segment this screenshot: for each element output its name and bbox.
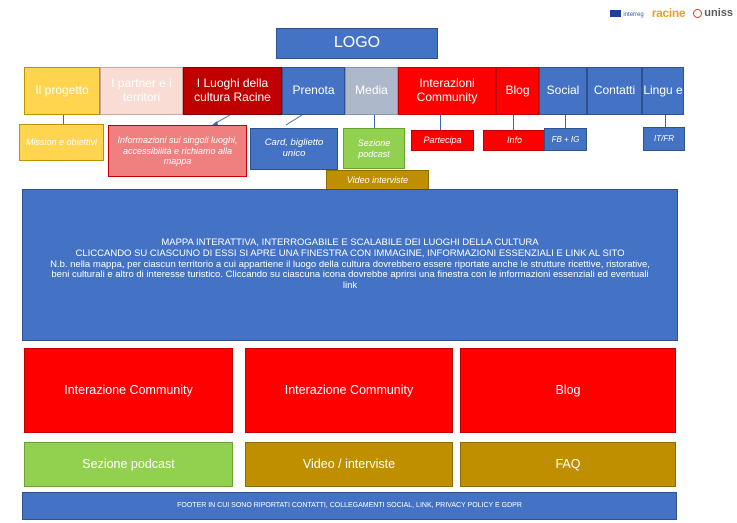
logo-box[interactable]: LOGO [276, 28, 438, 59]
nav-blog[interactable]: Blog [496, 67, 539, 115]
block-sezione-podcast[interactable]: Sezione podcast [24, 442, 233, 487]
nav-social-label: Social [546, 83, 580, 98]
connector-line [513, 115, 514, 130]
block-blog[interactable]: Blog [460, 348, 676, 433]
map-subtitle: CLICCANDO SU CIASCUNO DI ESSI SI APRE UN… [75, 247, 625, 259]
nav-lingue[interactable]: Lingu e [642, 67, 684, 115]
block-video-interviste[interactable]: Video / interviste [245, 442, 453, 487]
nav-social[interactable]: Social [539, 67, 587, 115]
nav-luoghi-label: I Luoghi della cultura Racine [194, 76, 271, 104]
connector-arrow [285, 114, 303, 126]
connector-line [440, 115, 441, 130]
sub-info[interactable]: Info [483, 130, 546, 151]
block-interazione-community-2[interactable]: Interazione Community [245, 348, 453, 433]
footer[interactable]: FOOTER IN CUI SONO RIPORTATI CONTATTI, C… [22, 492, 677, 520]
block-faq[interactable]: FAQ [460, 442, 676, 487]
logo-label: LOGO [333, 34, 381, 52]
block-label: Sezione podcast [82, 457, 175, 472]
nav-il-progetto[interactable]: Il progetto [24, 67, 100, 115]
partner-logos: interreg racine uniss [609, 6, 733, 20]
sub-itfr-label: IT/FR [654, 134, 674, 144]
sub-informazioni-luoghi[interactable]: Informazioni sui singoli luoghi, accessi… [108, 125, 247, 177]
sub-video-label: Video interviste [346, 174, 409, 185]
block-interazione-community-1[interactable]: Interazione Community [24, 348, 233, 433]
connector-line [565, 115, 566, 128]
sub-card-label: Card, biglietto unico [264, 137, 324, 159]
nav-luoghi[interactable]: I Luoghi della cultura Racine [183, 67, 282, 115]
sub-mission-obiettivi[interactable]: Mission e obiettivi [19, 124, 104, 161]
block-label: Video / interviste [302, 457, 396, 472]
block-label: Interazione Community [64, 383, 193, 398]
nav-partner[interactable]: I partner e i territori [100, 67, 183, 115]
sub-info-label: Info [506, 135, 522, 146]
nav-interazioni-label: Interazioni Community [416, 76, 478, 104]
sub-sezione-podcast[interactable]: Sezione podcast [343, 128, 405, 169]
block-label: Blog [555, 383, 581, 398]
uniss-logo: uniss [693, 7, 733, 19]
connector-line [63, 115, 64, 125]
connector-line [374, 115, 375, 128]
nav-media-label: Media [355, 83, 388, 98]
block-label: FAQ [555, 457, 581, 472]
nav-prenota-label: Prenota [292, 83, 335, 98]
map-note: N.b. nella mappa, per ciascun territorio… [50, 258, 650, 292]
interactive-map[interactable]: MAPPA INTERATTIVA, INTERROGABILE E SCALA… [22, 189, 678, 341]
racine-logo: racine [651, 6, 686, 20]
sub-it-fr[interactable]: IT/FR [643, 127, 685, 151]
sub-video-interviste[interactable]: Video interviste [326, 170, 429, 190]
connector-arrow [211, 114, 231, 126]
nav-interazioni[interactable]: Interazioni Community [398, 67, 496, 115]
nav-media[interactable]: Media [345, 67, 398, 115]
sub-fb-ig[interactable]: FB + IG [544, 128, 587, 151]
sub-podcast-label: Sezione podcast [357, 138, 391, 159]
nav-blog-label: Blog [505, 83, 530, 98]
block-label: Interazione Community [284, 383, 414, 398]
map-title: MAPPA INTERATTIVA, INTERROGABILE E SCALA… [161, 236, 539, 248]
sub-partecipa-label: Partecipa [423, 135, 462, 146]
nav-contatti-label: Contatti [593, 83, 636, 98]
nav-prenota[interactable]: Prenota [282, 67, 345, 115]
sub-informazioni-label: Informazioni sui singoli luoghi, accessi… [117, 135, 238, 167]
sub-card-biglietto[interactable]: Card, biglietto unico [250, 128, 338, 170]
sub-mission-label: Mission e obiettivi [25, 137, 98, 148]
interreg-logo: interreg [609, 8, 644, 18]
connector-line [665, 115, 666, 127]
nav-lingue-label: Lingu e [643, 83, 683, 98]
nav-il-progetto-label: Il progetto [35, 83, 89, 98]
footer-label: FOOTER IN CUI SONO RIPORTATI CONTATTI, C… [177, 501, 522, 509]
nav-partner-label: I partner e i territori [111, 76, 172, 104]
sub-fbig-label: FB + IG [551, 134, 580, 144]
nav-contatti[interactable]: Contatti [587, 67, 642, 115]
sub-partecipa[interactable]: Partecipa [411, 130, 474, 151]
